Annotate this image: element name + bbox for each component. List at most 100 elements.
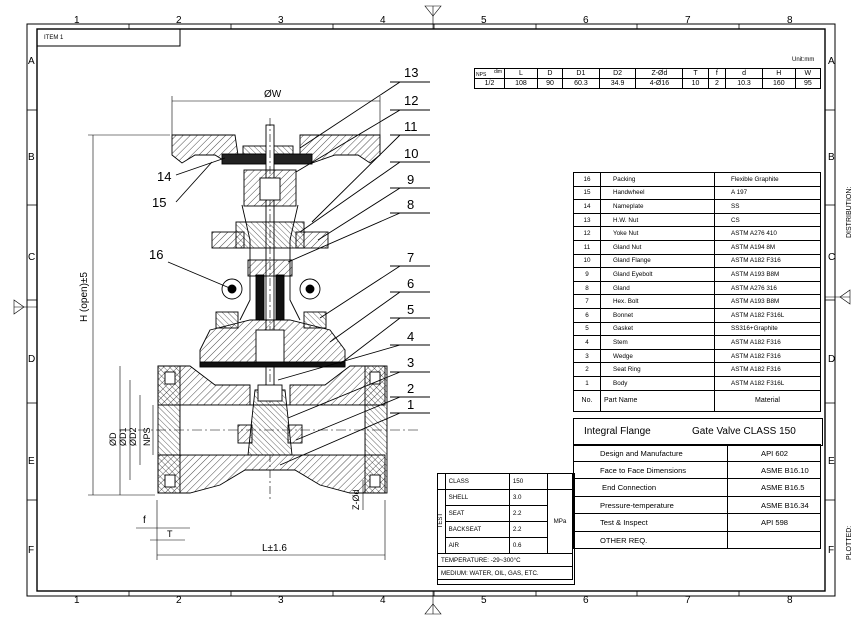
- test-temperature: TEMPERATURE: -29~300°C: [437, 553, 573, 567]
- part-no: 2: [573, 362, 601, 377]
- balloon-2: 2: [407, 381, 415, 396]
- zone-row-a-right: A: [828, 56, 835, 67]
- balloon-8: 8: [407, 197, 415, 212]
- part-material: ASTM A182 F316: [714, 348, 821, 364]
- part-material: SS: [714, 199, 821, 214]
- distribution-label: DISTRIBUTION:: [846, 186, 853, 238]
- balloon-4: 4: [407, 329, 415, 344]
- dim-value: 4-Ø16: [635, 78, 684, 89]
- part-name: Gland Eyebolt: [600, 267, 715, 282]
- standard-value: API 602: [727, 444, 821, 462]
- balloon-6: 6: [407, 276, 415, 291]
- part-name: Nameplate: [600, 199, 715, 214]
- standard-value: ASME B16.5: [727, 478, 821, 497]
- part-no: 3: [573, 348, 601, 364]
- zone-col-2: 2: [176, 15, 182, 26]
- zone-col-8: 8: [787, 15, 793, 26]
- part-material: ASTM A182 F316: [714, 362, 821, 377]
- part-no: 14: [573, 199, 601, 214]
- standard-label: Design and Manufacture: [573, 444, 728, 462]
- zone-col-4: 4: [380, 15, 386, 26]
- zone-col-7-bottom: 7: [685, 595, 691, 606]
- dim-header: Z-Ød: [635, 68, 684, 79]
- balloon-15: 15: [152, 195, 167, 210]
- gate-valve-section-drawing: [88, 81, 430, 560]
- zone-row-c-right: C: [828, 252, 836, 263]
- part-name: Wedge: [600, 348, 715, 364]
- test-air-value: 0.6: [508, 537, 548, 554]
- title-left: Integral Flange: [584, 426, 651, 437]
- standard-label: End Connection: [573, 478, 728, 497]
- part-material: ASTM A182 F316: [714, 335, 821, 350]
- part-no: 16: [573, 172, 601, 187]
- balloon-14: 14: [157, 169, 172, 184]
- test-backseat-label: BACKSEAT: [444, 521, 510, 538]
- standard-label: OTHER REQ.: [573, 531, 728, 549]
- part-name: Hex. Bolt: [600, 294, 715, 309]
- part-no: 10: [573, 253, 601, 269]
- balloon-9: 9: [407, 172, 415, 187]
- part-name: Packing: [600, 172, 715, 187]
- zone-row-e: E: [28, 456, 35, 467]
- part-material: ASTM A194 8M: [714, 239, 821, 255]
- balloon-3: 3: [407, 355, 415, 370]
- dim-header: d: [725, 68, 763, 79]
- standard-label: Pressure-temperature: [573, 496, 728, 514]
- zone-row-a: A: [28, 56, 35, 67]
- parts-header-material: Material: [714, 389, 821, 412]
- title-strip: Integral Flange Gate Valve CLASS 150: [573, 418, 823, 446]
- dim-header: f: [707, 68, 727, 79]
- test-unit: MPa: [546, 489, 574, 554]
- dim-header: L: [504, 68, 538, 79]
- dim-d-label: ØD: [108, 432, 118, 447]
- standard-value: ASME B16.10: [727, 461, 821, 479]
- part-no: 5: [573, 321, 601, 337]
- part-name: Seat Ring: [600, 362, 715, 377]
- dim-header-nps-text: NPS: [476, 72, 487, 78]
- zone-col-1-bottom: 1: [74, 595, 80, 606]
- balloon-5: 5: [407, 302, 415, 317]
- standard-label: Face to Face Dimensions: [573, 461, 728, 479]
- test-class-value: 150: [508, 473, 548, 490]
- zone-col-4-bottom: 4: [380, 595, 386, 606]
- parts-header-name: Part Name: [600, 389, 715, 412]
- balloon-10: 10: [404, 146, 419, 161]
- standard-value: API 598: [727, 513, 821, 532]
- part-no: 13: [573, 212, 601, 228]
- dim-value: 2: [707, 78, 727, 89]
- zone-col-8-bottom: 8: [787, 595, 793, 606]
- dim-value: 10: [682, 78, 709, 89]
- dim-value: 90: [536, 78, 564, 89]
- parts-header-no: No.: [573, 389, 601, 412]
- test-backseat-value: 2.2: [508, 521, 548, 538]
- part-name: H.W. Nut: [600, 212, 715, 228]
- dim-value: 108: [504, 78, 538, 89]
- test-shell-value: 3.0: [508, 489, 548, 506]
- part-no: 9: [573, 267, 601, 282]
- part-material: ASTM A182 F316L: [714, 307, 821, 323]
- balloon-12: 12: [404, 93, 419, 108]
- part-material: Flexible Graphite: [714, 172, 821, 187]
- part-material: ASTM A182 F316L: [714, 375, 821, 391]
- dim-header: D1: [562, 68, 600, 79]
- dim-value: 160: [761, 78, 796, 89]
- zone-row-d: D: [28, 354, 36, 365]
- zone-row-b-right: B: [828, 152, 835, 163]
- part-material: CS: [714, 212, 821, 228]
- zone-row-d-right: D: [828, 354, 836, 365]
- part-no: 7: [573, 294, 601, 309]
- dim-header: W: [794, 68, 822, 79]
- dim-t-label: T: [167, 529, 173, 539]
